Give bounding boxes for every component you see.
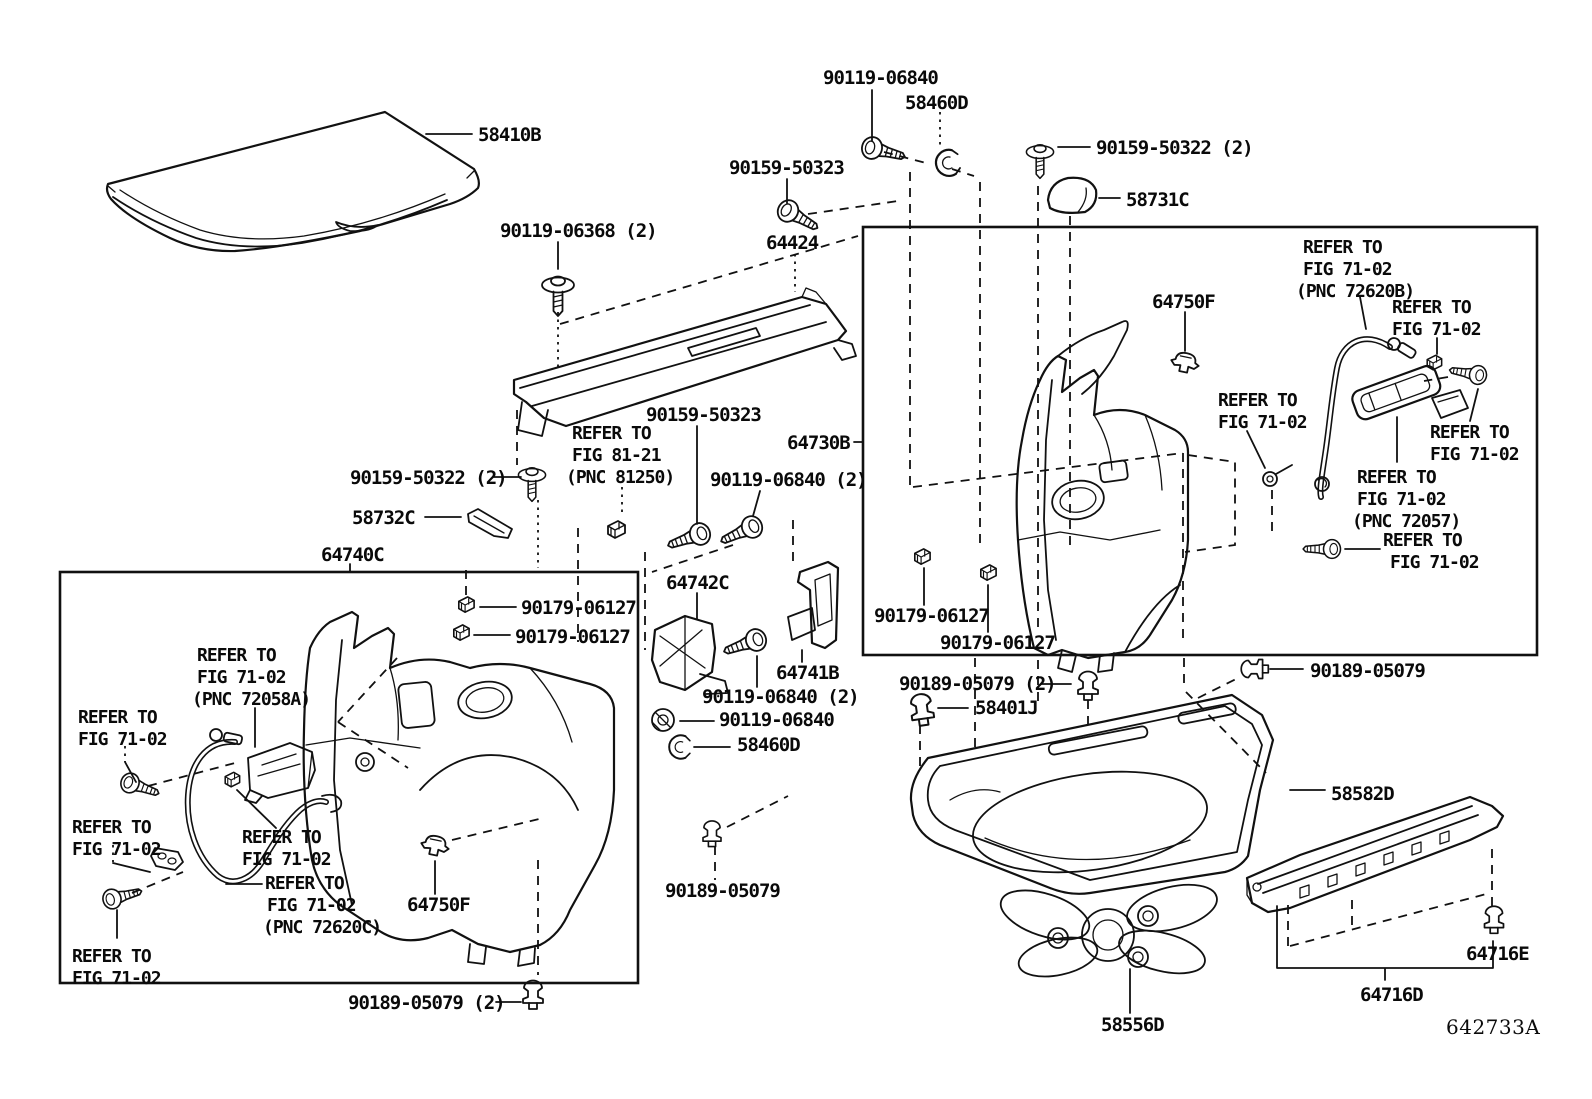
part-drawing-sill-64424 — [512, 287, 857, 437]
ref-note: (PNC 72058A) — [192, 689, 310, 710]
part-drawing-strip-58732C — [467, 508, 513, 539]
part-label-90119-06840-mid: 90119-06840 (2) — [710, 469, 867, 491]
part-drawing-bracket-64742C — [650, 614, 729, 695]
left-detail-box — [58, 570, 640, 985]
part-label-64716E: 64716E — [1466, 943, 1529, 965]
part-label-90189-05079-2r: 90189-05079 (2) — [899, 673, 1056, 695]
figure-code: 642733A — [1446, 1015, 1540, 1039]
part-label-64750F-top: 64750F — [1152, 291, 1215, 313]
part-label-90159-50323-mid: 90159-50323 — [646, 404, 761, 426]
part-label-64730B: 64730B — [787, 432, 850, 454]
part-drawing-latch-right — [1351, 364, 1469, 421]
part-label-64750F-b: 64750F — [407, 894, 470, 916]
ref-note: FIG 71-02 — [1357, 489, 1446, 510]
ref-note: REFER TO — [1392, 297, 1472, 318]
part-label-64741B: 64741B — [776, 662, 839, 684]
part-label-90179-06127-c: 90179-06127 — [874, 605, 989, 627]
part-drawing-cap-58731C — [1046, 176, 1098, 214]
ref-note: REFER TO — [242, 827, 322, 848]
ref-note: REFER TO — [78, 707, 158, 728]
ref-note: REFER TO — [197, 645, 277, 666]
part-label-90119-06840-top: 90119-06840 — [823, 67, 938, 89]
part-label-90179-06127-b: 90179-06127 — [515, 626, 630, 648]
ref-note: FIG 71-02 — [242, 849, 331, 870]
ref-note: (PNC 72620B) — [1296, 281, 1414, 302]
part-label-64740C: 64740C — [321, 544, 384, 566]
ref-note: (PNC 72057) — [1352, 511, 1460, 532]
ref-note: FIG 81-21 — [572, 445, 661, 466]
ref-note: REFER TO — [1218, 390, 1298, 411]
ref-note: REFER TO — [72, 946, 152, 967]
projection-lines — [112, 112, 1493, 975]
part-drawing-quarter-trim-64740C — [302, 610, 616, 967]
part-label-58732C: 58732C — [352, 507, 415, 529]
ref-note: REFER TO — [265, 873, 345, 894]
ref-note: (PNC 72620C) — [263, 917, 381, 938]
ref-note: FIG 71-02 — [197, 667, 286, 688]
part-drawing-cable-clamp — [150, 847, 184, 871]
part-label-90119-06840-b2: 90119-06840 (2) — [702, 686, 859, 708]
part-label-58556D: 58556D — [1101, 1014, 1164, 1036]
ref-note: FIG 71-02 — [267, 895, 356, 916]
ref-note: REFER TO — [1303, 237, 1383, 258]
part-drawing-cargo-cover-58410B — [105, 110, 480, 253]
part-label-64742C: 64742C — [666, 572, 729, 594]
part-label-90179-06127-a: 90179-06127 — [521, 597, 636, 619]
part-drawing-cable-end — [1262, 464, 1293, 487]
part-label-90189-05079-r: 90189-05079 — [1310, 660, 1425, 682]
release-cable-left — [184, 728, 343, 885]
part-drawing-spacer-58556D — [999, 883, 1218, 978]
part-label-58460D-top: 58460D — [905, 92, 968, 114]
part-label-58410B: 58410B — [478, 124, 541, 146]
ref-note: REFER TO — [572, 423, 652, 444]
part-label-90159-50322-top: 90159-50322 (2) — [1096, 137, 1253, 159]
part-label-64424: 64424 — [766, 232, 819, 254]
part-drawing-step-plate-64716D — [1245, 795, 1505, 914]
ref-note: REFER TO — [72, 817, 152, 838]
leader-lines — [112, 89, 1494, 1014]
ref-note: FIG 71-02 — [1430, 444, 1519, 465]
fasteners — [99, 133, 1505, 1010]
part-drawing-deck-board-58582D — [909, 693, 1275, 895]
part-drawing-quarter-trim-64730B — [1015, 320, 1190, 673]
ref-note: REFER TO — [1430, 422, 1510, 443]
part-label-90159-50323-top: 90159-50323 — [729, 157, 844, 179]
right-detail-box — [861, 225, 1539, 657]
part-label-58582D: 58582D — [1331, 783, 1394, 805]
ref-note: FIG 71-02 — [1392, 319, 1481, 340]
part-label-90119-06840-c: 90119-06840 — [719, 709, 834, 731]
ref-note: REFER TO — [1357, 467, 1437, 488]
part-label-90179-06127-d: 90179-06127 — [940, 632, 1055, 654]
part-drawing-handle-bezel — [244, 742, 316, 804]
ref-note: REFER TO — [1383, 530, 1463, 551]
ref-note: FIG 71-02 — [1303, 259, 1392, 280]
part-label-90159-50322-left: 90159-50322 (2) — [350, 467, 507, 489]
reference-notes: REFER TO FIG 71-02 (PNC 72620B) REFER TO… — [72, 237, 1520, 989]
part-label-64716D: 64716D — [1360, 984, 1423, 1006]
part-label-90119-06368: 90119-06368 (2) — [500, 220, 657, 242]
part-drawing-bracket-64741B — [787, 560, 840, 650]
part-label-90189-05079-c: 90189-05079 — [665, 880, 780, 902]
part-labels: 58410B 90119-06840 58460D 90159-50322 (2… — [321, 67, 1540, 1039]
ref-note: FIG 71-02 — [78, 729, 167, 750]
ref-note: FIG 71-02 — [1390, 552, 1479, 573]
ref-note: FIG 71-02 — [72, 839, 161, 860]
ref-note: FIG 71-02 — [72, 968, 161, 989]
part-label-58731C: 58731C — [1126, 189, 1189, 211]
part-label-58401J: 58401J — [975, 697, 1038, 719]
release-cable-right — [1314, 336, 1417, 500]
ref-note: FIG 71-02 — [1218, 412, 1307, 433]
part-label-58460D-b: 58460D — [737, 734, 800, 756]
part-label-90189-05079-2b: 90189-05079 (2) — [348, 992, 505, 1014]
ref-note: (PNC 81250) — [566, 467, 674, 488]
